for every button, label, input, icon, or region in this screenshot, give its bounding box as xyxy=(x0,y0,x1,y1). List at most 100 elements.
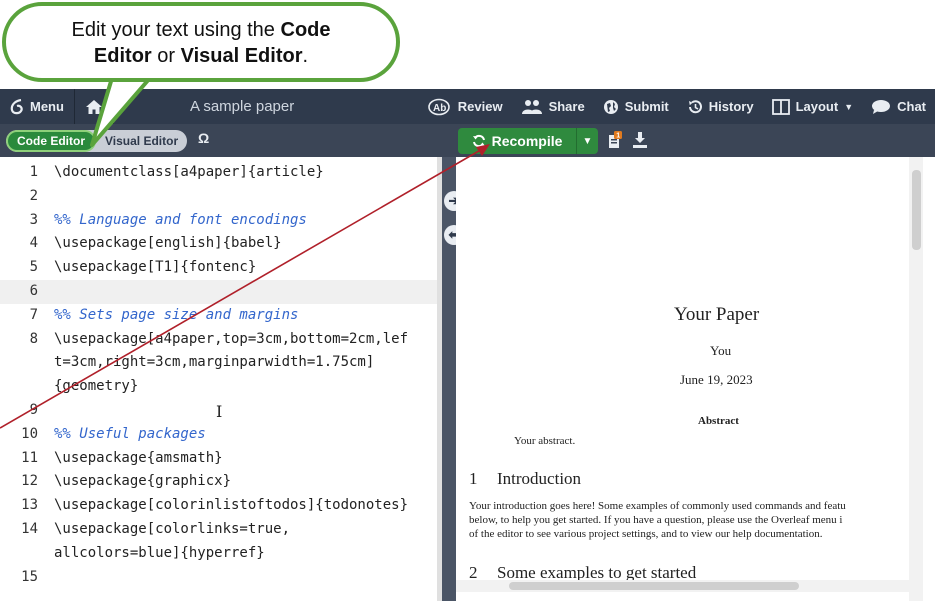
code-line[interactable]: 11 \usepackage{amsmath} xyxy=(0,447,441,471)
visual-editor-tab[interactable]: Visual Editor xyxy=(105,134,179,148)
review-label: Review xyxy=(457,99,503,114)
pdf-horizontal-thumb[interactable] xyxy=(509,582,799,590)
text-cursor-icon: I xyxy=(216,402,223,421)
pdf-vertical-scrollbar[interactable] xyxy=(909,157,923,601)
code-line[interactable]: 12\usepackage{graphicx} xyxy=(0,470,441,494)
code-line[interactable]: 1 \documentclass[a4paper]{article} xyxy=(0,161,441,185)
top-toolbar: Menu A sample paper Ab Review Share Subm… xyxy=(0,89,935,124)
line-number: 14 xyxy=(21,521,38,537)
code-text: \usepackage{graphicx} xyxy=(54,473,232,490)
home-button[interactable] xyxy=(75,89,113,124)
line-number: 2 xyxy=(29,187,38,204)
code-text: allcolors=blue]{hyperref} xyxy=(54,544,265,561)
overleaf-logo-icon xyxy=(10,98,23,114)
callout-bold-editor: Editor xyxy=(93,45,152,67)
section-1-title: Introduction xyxy=(497,469,582,488)
globe-icon xyxy=(603,99,618,114)
code-line[interactable]: 7%% Sets page size and margins xyxy=(0,304,441,328)
callout-bold-code: Code xyxy=(280,19,331,41)
code-line[interactable]: 6 xyxy=(0,280,441,304)
intro-line-2: below, to help you get started. If you h… xyxy=(469,514,843,526)
document-title[interactable]: A sample paper xyxy=(190,98,295,115)
pdf-preview[interactable]: Your Paper You June 19, 2023 Abstract Yo… xyxy=(456,157,935,601)
intro-line-1: Your introduction goes here! Some exampl… xyxy=(469,500,846,512)
editor-mode-toggle: Code Editor Visual Editor xyxy=(6,130,188,152)
code-text: \usepackage[T1]{fontenc} xyxy=(54,259,257,276)
code-text: %% Useful packages xyxy=(54,425,206,442)
line-number: 11 xyxy=(21,449,38,466)
caret-down-icon: ▼ xyxy=(844,101,854,112)
line-number: 6 xyxy=(29,283,38,299)
code-line[interactable]: 4 \usepackage[english]{babel} xyxy=(0,232,441,256)
pdf-scroll-thumb[interactable] xyxy=(912,170,921,250)
code-line[interactable]: 3%% Language and font encodings xyxy=(0,209,441,233)
code-line[interactable]: 2 xyxy=(0,185,441,209)
download-pdf-icon[interactable] xyxy=(632,131,648,149)
home-icon xyxy=(85,99,102,114)
share-button[interactable]: Share xyxy=(512,89,594,124)
code-text: t=3cm,right=3cm,marginparwidth=1.75cm] xyxy=(54,354,375,371)
submit-label: Submit xyxy=(624,99,669,114)
line-number: 1 xyxy=(29,164,38,180)
symbol-palette-button[interactable]: Ω xyxy=(198,130,210,146)
callout-period: . xyxy=(302,45,309,67)
code-text: \usepackage[colorinlistoftodos]{todonote… xyxy=(54,497,409,514)
menu-button[interactable]: Menu xyxy=(0,89,74,124)
layout-label: Layout xyxy=(795,99,839,114)
chat-label: Chat xyxy=(897,99,926,114)
code-line[interactable]: 15 xyxy=(0,566,441,590)
history-label: History xyxy=(708,99,754,114)
code-editor-tab[interactable]: Code Editor xyxy=(6,130,96,152)
users-icon xyxy=(521,99,542,114)
code-line[interactable]: t=3cm,right=3cm,marginparwidth=1.75cm] xyxy=(0,351,441,375)
code-text: \usepackage[a4paper,top=3cm,bottom=2cm,l… xyxy=(54,330,409,347)
recompile-button[interactable]: Recompile ▼ xyxy=(458,128,598,154)
code-line[interactable]: 5 \usepackage[T1]{fontenc} xyxy=(0,256,441,280)
share-label: Share xyxy=(548,99,585,114)
menu-label: Menu xyxy=(30,99,64,114)
line-number: 8 xyxy=(29,330,38,347)
line-number: 4 xyxy=(29,235,38,252)
toolbar-separator xyxy=(112,89,114,124)
line-number: 9 xyxy=(29,402,38,418)
intro-line-3: of the editor to see various project set… xyxy=(469,528,823,540)
line-number: 13 xyxy=(21,497,38,514)
code-line[interactable]: 14 \usepackage[colorlinks=true, xyxy=(0,518,441,542)
logs-badge: 1 xyxy=(616,133,620,140)
pdf-title: Your Paper xyxy=(674,304,760,325)
refresh-icon xyxy=(472,134,485,148)
annotation-callout: Edit your text using the Code Editor or … xyxy=(2,2,400,82)
code-line[interactable]: 8 \usepackage[a4paper,top=3cm,bottom=2cm,… xyxy=(0,328,441,352)
svg-text:Ab: Ab xyxy=(433,103,446,114)
toolbar-separator xyxy=(73,89,75,124)
code-line[interactable]: allcolors=blue]{hyperref} xyxy=(0,542,441,566)
section-2-number: 2 xyxy=(469,563,478,582)
submit-button[interactable]: Submit xyxy=(594,89,678,124)
code-line[interactable]: 10%% Useful packages xyxy=(0,423,441,447)
chat-button[interactable]: Chat xyxy=(862,89,935,124)
line-number: 5 xyxy=(29,259,38,276)
logs-icon[interactable]: 1 xyxy=(608,131,622,149)
code-line[interactable]: {geometry} xyxy=(0,375,441,399)
abstract-text: Your abstract. xyxy=(514,435,576,447)
chat-icon xyxy=(872,99,891,114)
pdf-author: You xyxy=(710,343,732,358)
layout-button[interactable]: Layout ▼ xyxy=(763,89,863,124)
review-button[interactable]: Ab Review xyxy=(419,89,512,124)
toolbar-right-group: Ab Review Share Submit History Layout ▼ … xyxy=(419,89,935,124)
history-icon xyxy=(688,99,702,113)
callout-or: or xyxy=(151,45,181,67)
pane-divider[interactable] xyxy=(442,157,456,601)
code-editor[interactable]: 1 \documentclass[a4paper]{article} 2 3%% La… xyxy=(0,157,441,601)
code-text: {geometry} xyxy=(54,378,139,395)
code-text: \usepackage{amsmath} xyxy=(54,449,223,466)
recompile-options-caret-icon[interactable]: ▼ xyxy=(576,128,598,154)
code-text: \documentclass[a4paper]{article} xyxy=(54,164,324,180)
code-text: \usepackage[english]{babel} xyxy=(54,235,282,252)
code-line[interactable]: 13 \usepackage[colorinlistoftodos]{todono… xyxy=(0,494,441,518)
line-number: 15 xyxy=(21,568,38,585)
code-text: \usepackage[colorlinks=true, xyxy=(54,521,291,537)
recompile-label: Recompile xyxy=(491,133,563,149)
callout-bold-visual-editor: Visual Editor xyxy=(180,45,303,67)
history-button[interactable]: History xyxy=(678,89,763,124)
